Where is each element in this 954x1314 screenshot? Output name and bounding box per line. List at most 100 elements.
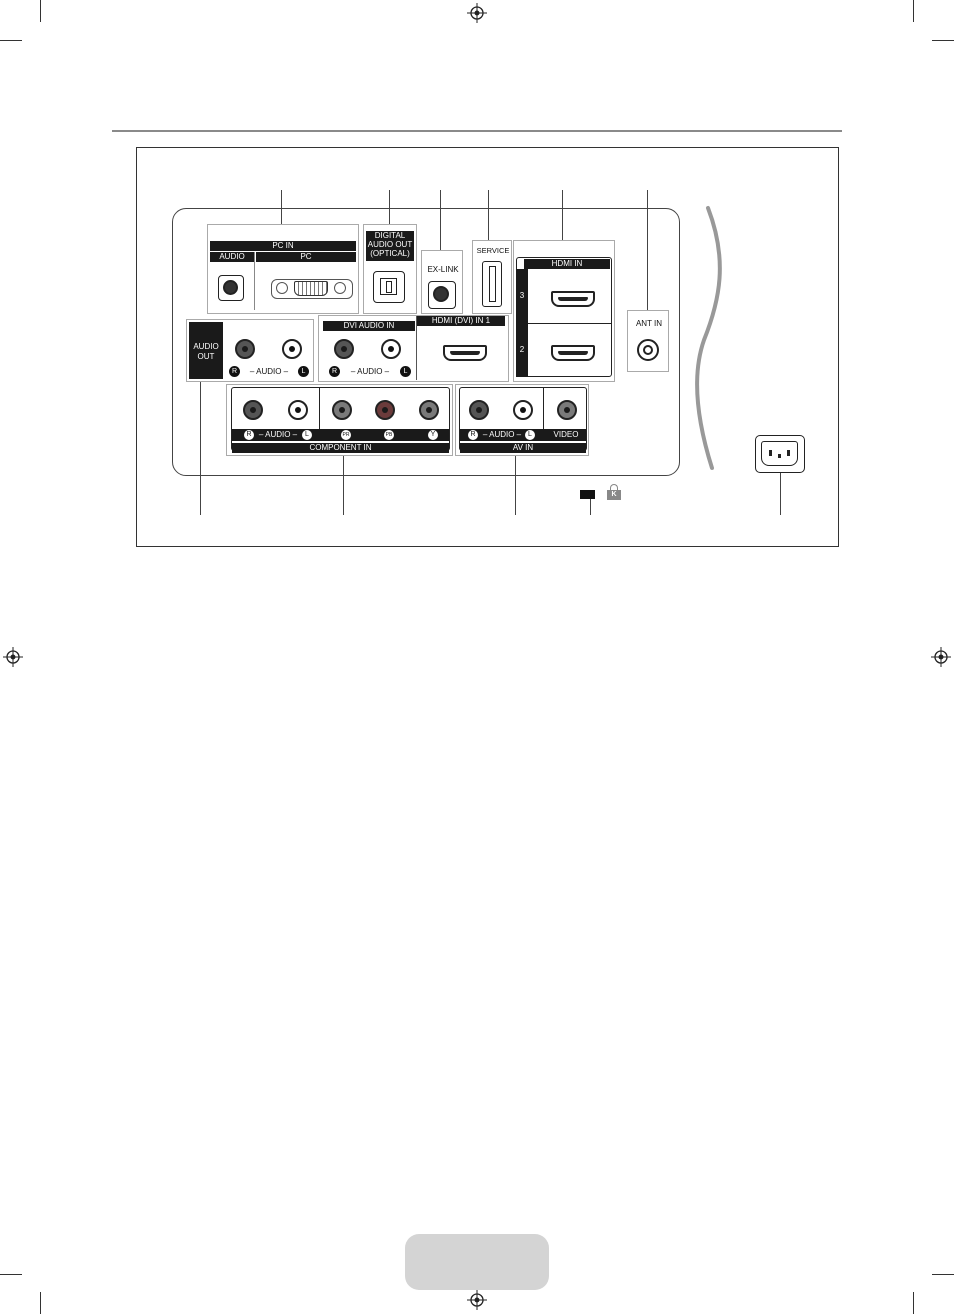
coax-icon: [643, 345, 653, 355]
r-badge: R: [244, 430, 254, 440]
audio-out-line-2: OUT: [189, 352, 223, 362]
component-in-label: COMPONENT IN: [232, 443, 449, 453]
audio-rl-label: – AUDIO –: [341, 367, 399, 377]
hdmi-3-label: 3: [516, 291, 528, 301]
pc-audio-bar: AUDIO: [210, 252, 254, 262]
av-audio-r-jack[interactable]: [469, 400, 489, 420]
pr-badge: PR: [341, 430, 351, 440]
digital-line-1: DIGITAL: [366, 231, 414, 240]
av-audio-row: R – AUDIO – L VIDEO: [460, 429, 586, 441]
dvi-audio-r-jack[interactable]: [334, 339, 354, 359]
component-audio-l-jack[interactable]: [288, 400, 308, 420]
hdmi-3-port[interactable]: [551, 291, 595, 307]
trim-mark: [0, 40, 22, 41]
r-badge: R: [329, 366, 340, 377]
callout-line: [590, 498, 591, 515]
ex-link-label: EX-LINK: [422, 265, 464, 275]
audio-rl-label: – AUDIO –: [241, 367, 297, 377]
l-badge: L: [525, 430, 535, 440]
hdmi-2-port[interactable]: [551, 345, 595, 361]
audio-out-rl-row: R – AUDIO – L: [227, 366, 311, 378]
optical-slot-icon: [386, 281, 392, 293]
l-badge: L: [298, 366, 309, 377]
divider: [543, 387, 544, 435]
r-badge: R: [229, 366, 240, 377]
hdmi-side-bar: [516, 269, 528, 377]
component-pr-jack[interactable]: [332, 400, 352, 420]
audio-out-line-1: AUDIO: [189, 342, 223, 352]
power-socket-icon: [761, 441, 798, 466]
divider: [416, 316, 417, 380]
dvi-audio-rl-row: R – AUDIO – L: [327, 366, 413, 378]
divider: [254, 252, 255, 310]
dvi-audio-l-jack[interactable]: [381, 339, 401, 359]
av-in-label: AV IN: [460, 443, 586, 453]
trim-mark: [40, 0, 41, 22]
pc-bar: PC: [256, 252, 356, 262]
hdmi-1-port[interactable]: [443, 345, 487, 361]
optical-port[interactable]: [373, 271, 405, 303]
component-audio-row: R – AUDIO – L PR PB Y: [232, 429, 449, 441]
pc-in-group: PC IN AUDIO PC: [207, 224, 359, 314]
audio-out-r-jack[interactable]: [235, 339, 255, 359]
usb-slot-icon: [489, 266, 496, 302]
page-number-tab: [405, 1234, 549, 1290]
divider: [319, 387, 320, 435]
audio-out-l-jack[interactable]: [282, 339, 302, 359]
lock-badge: K: [607, 490, 621, 500]
av-video-jack[interactable]: [557, 400, 577, 420]
component-y-jack[interactable]: [419, 400, 439, 420]
trim-mark: [932, 40, 954, 41]
power-inlet[interactable]: [755, 435, 805, 473]
r-badge: R: [468, 430, 478, 440]
digital-line-2: AUDIO OUT: [366, 240, 414, 249]
trim-mark: [913, 1292, 914, 1314]
video-label: VIDEO: [546, 430, 586, 440]
component-audio-r-jack[interactable]: [243, 400, 263, 420]
dvi-audio-in-label: DVI AUDIO IN: [323, 321, 415, 331]
registration-mark-icon: [931, 647, 951, 667]
optical-icon: [380, 278, 397, 295]
screw-icon: [334, 282, 346, 294]
y-badge: Y: [428, 430, 438, 440]
digital-audio-out-label: DIGITAL AUDIO OUT (OPTICAL): [366, 231, 414, 261]
divider: [528, 323, 612, 324]
trim-mark: [913, 0, 914, 22]
audio-out-label-block: AUDIO OUT: [189, 322, 223, 379]
ant-in-group: ANT IN: [627, 310, 669, 372]
hdmi-2-label: 2: [516, 345, 528, 355]
l-badge: L: [302, 430, 312, 440]
vga-pins-icon: [294, 281, 328, 296]
trim-mark: [40, 1292, 41, 1314]
jack-icon: [223, 280, 238, 295]
ant-in-port[interactable]: [637, 339, 659, 361]
pc-audio-port[interactable]: [218, 275, 244, 301]
av-audio-l-jack[interactable]: [513, 400, 533, 420]
hdmi-dvi-in-1-label: HDMI (DVI) IN 1: [417, 316, 505, 326]
dvi-hdmi-group: DVI AUDIO IN HDMI (DVI) IN 1 R – AUDIO –…: [318, 315, 509, 382]
trim-mark: [0, 1274, 22, 1275]
component-pb-jack[interactable]: [375, 400, 395, 420]
vga-port[interactable]: [271, 279, 353, 299]
ant-in-label: ANT IN: [628, 319, 670, 329]
panel-cut-line: [690, 200, 730, 475]
kensington-slot[interactable]: [580, 490, 595, 499]
registration-mark-icon: [467, 1290, 487, 1310]
pc-audio-label: AUDIO: [210, 252, 254, 262]
hdmi-in-group: HDMI IN 3 2: [513, 240, 615, 382]
ex-link-group: EX-LINK: [421, 250, 463, 314]
ex-link-port[interactable]: [428, 281, 456, 309]
registration-mark-icon: [3, 647, 23, 667]
audio-out-group: AUDIO OUT R – AUDIO – L: [186, 319, 314, 382]
service-port[interactable]: [482, 261, 502, 307]
audio-rl-label: – AUDIO –: [254, 430, 302, 440]
service-label: SERVICE: [473, 246, 513, 256]
header-rule: [112, 130, 842, 132]
screw-icon: [276, 282, 288, 294]
l-badge: L: [400, 366, 411, 377]
lock-icon: K: [607, 484, 622, 500]
pb-badge: PB: [384, 430, 394, 440]
av-in-group: R – AUDIO – L VIDEO AV IN: [455, 384, 589, 456]
component-in-group: R – AUDIO – L PR PB Y COMPONENT IN: [226, 384, 453, 456]
trim-mark: [932, 1274, 954, 1275]
